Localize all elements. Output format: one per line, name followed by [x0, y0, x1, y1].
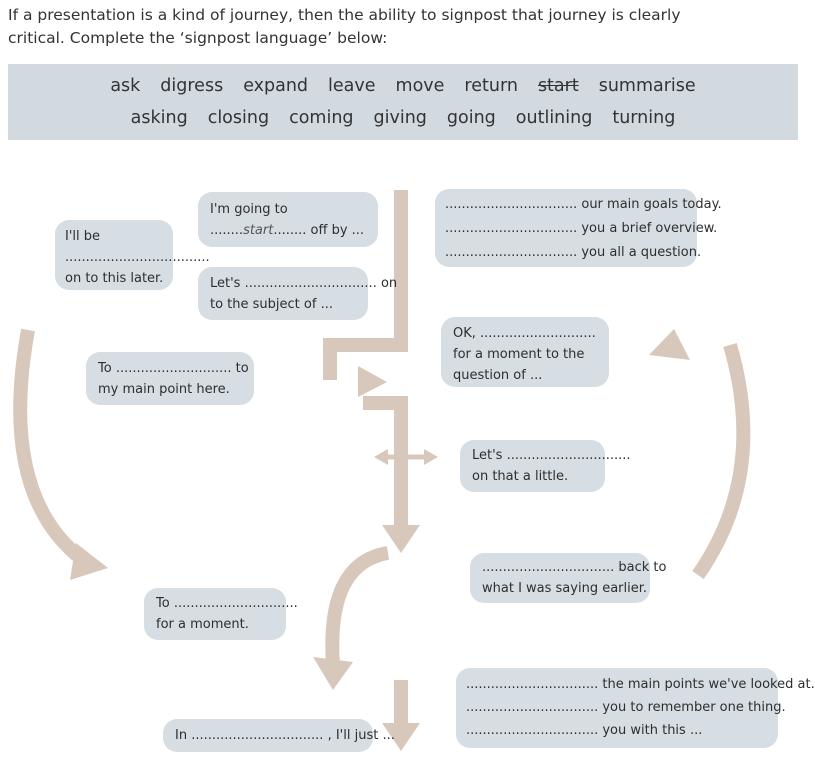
instructions-line-1: If a presentation is a kind of journey, … — [8, 6, 681, 24]
arrow-curve-down — [325, 546, 390, 666]
bubble-text: I'm going to — [210, 202, 288, 217]
word-item: turning — [612, 108, 676, 128]
bubble-text: my main point here. — [98, 382, 230, 397]
word-row-1: ask digress expand leave move return start summ… — [8, 76, 798, 96]
bubble-text: ................................ you a b… — [445, 221, 718, 236]
example-answer: start — [243, 223, 274, 238]
bubble-text: To ............................ to — [98, 361, 249, 376]
bubble-text: ................................ the mai… — [466, 677, 815, 692]
instructions-text: If a presentation is a kind of journey, … — [8, 4, 808, 50]
word-item: expand — [243, 76, 309, 96]
bubble-text: ................................ back to — [482, 560, 667, 575]
bubble-ok-digress: OK, ............................ for a m… — [441, 317, 609, 387]
word-item: summarise — [598, 76, 696, 96]
bubble-text: OK, ............................ — [453, 326, 596, 341]
bubble-text: In ................................ , I'… — [175, 728, 395, 743]
word-item: leave — [328, 76, 376, 96]
bubble-text: on that a little. — [472, 469, 569, 484]
word-item: move — [395, 76, 445, 96]
arrow-left-loop — [13, 328, 88, 566]
word-box: ask digress expand leave move return start summ… — [8, 64, 798, 140]
bubble-to-main-point: To ............................ to my ma… — [86, 352, 254, 405]
blank: ................................... — [65, 250, 210, 265]
arrowhead-expand-left — [374, 449, 388, 465]
bubble-text: Let's .............................. — [472, 448, 631, 463]
bubble-in-closing: In ................................ , I'… — [163, 719, 395, 752]
arrow-main-start — [323, 190, 408, 367]
bubble-ill-be: I'll be ................................… — [55, 220, 210, 290]
arrowhead-detour — [358, 366, 387, 397]
journey-map: I'm going to ........start........ off b… — [8, 175, 815, 759]
bubble-text: to the subject of ... — [210, 297, 333, 312]
arrowhead-main-middle — [382, 525, 420, 553]
word-item-struck: start — [537, 76, 579, 96]
bubble-text: ................................ our mai… — [445, 197, 722, 212]
word-item: ask — [110, 76, 141, 96]
arrow-main-middle — [363, 396, 408, 525]
bubble-main-points: ................................ the mai… — [456, 668, 815, 748]
word-item: coming — [289, 108, 354, 128]
word-row-2: asking closing coming giving going outlining t… — [8, 108, 798, 128]
bubble-lets-move-on: Let's ................................ o… — [198, 267, 398, 320]
arrowhead-curve-down — [313, 657, 353, 690]
bubble-text: I'll be — [65, 229, 101, 244]
bubble-text: what I was saying earlier. — [482, 581, 648, 596]
arrow-right-loop — [692, 343, 751, 580]
bubble-text: Let's ................................ o… — [210, 276, 398, 291]
bubble-text: for a moment to the — [453, 347, 585, 362]
word-item: going — [446, 108, 496, 128]
bubble-text: ........start........ off by ... — [210, 220, 366, 241]
bubble-lets-expand: Let's .............................. on … — [460, 440, 631, 492]
word-item: outlining — [515, 108, 593, 128]
arrowhead-left-loop — [70, 543, 108, 580]
bubble-text: ................................ you wit… — [466, 723, 703, 738]
word-item: return — [464, 76, 518, 96]
bubble-text: for a moment. — [156, 617, 249, 632]
word-item: digress — [160, 76, 224, 96]
journey-arrows — [13, 190, 751, 751]
arrowhead-right-loop — [649, 329, 690, 360]
bubble-going-to-start: I'm going to ........start........ off b… — [198, 192, 378, 247]
bubble-return: ................................ back to… — [470, 553, 667, 603]
bubble-text: question of ... — [453, 368, 543, 383]
instructions-line-2: critical. Complete the ‘signpost languag… — [8, 29, 388, 47]
word-item: giving — [373, 108, 427, 128]
bubble-text: on to this later. — [65, 271, 164, 286]
blank: ........ — [210, 223, 244, 238]
bubble-text: To .............................. — [156, 596, 298, 611]
bubble-text: ................................ you to … — [466, 700, 786, 715]
bubble-to-moment: To .............................. for a … — [144, 588, 298, 640]
bubble-goals: ................................ our mai… — [435, 189, 722, 267]
word-item: asking — [130, 108, 188, 128]
word-item: closing — [207, 108, 270, 128]
arrowhead-main-end — [382, 723, 420, 751]
arrowhead-expand-right — [424, 449, 438, 465]
bubble-text: ................................ you all… — [445, 245, 702, 260]
bubble-suffix: ........ off by ... — [273, 223, 365, 238]
instruction-panel: If a presentation is a kind of journey, … — [0, 0, 815, 153]
